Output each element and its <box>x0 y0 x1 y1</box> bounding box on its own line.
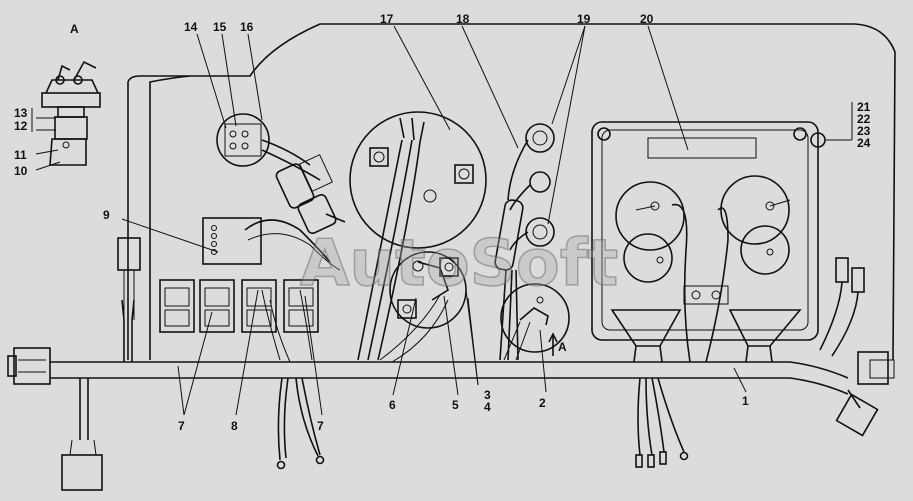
callout-11: 11 <box>14 148 27 162</box>
cluster-housing <box>591 121 819 341</box>
gauge-mount <box>454 164 474 184</box>
callout-5: 5 <box>452 398 459 412</box>
left-connector <box>13 347 51 385</box>
small-connector <box>851 267 865 293</box>
callout-labels: 1 2 3 4 5 6 7 7 8 9 10 11 12 13 14 15 16… <box>14 12 871 433</box>
callout-22: 22 <box>857 112 871 126</box>
callout-14: 14 <box>184 20 198 34</box>
bulb-socket <box>525 217 555 247</box>
callout-23: 23 <box>857 124 871 138</box>
left-connector-tab <box>7 355 17 377</box>
watermark: AutoSoft <box>300 227 618 301</box>
callout-4: 4 <box>484 400 491 414</box>
cluster-gauge-lower-right <box>740 225 790 275</box>
right-connector <box>857 351 889 385</box>
warning-lamp <box>500 283 570 353</box>
switch-terminal <box>55 75 65 85</box>
switch-housing <box>41 92 101 108</box>
relay-cluster <box>216 113 346 234</box>
cluster-cable <box>671 203 691 363</box>
callout-16: 16 <box>240 20 254 34</box>
callout-20: 20 <box>640 12 654 26</box>
leader-line <box>35 161 61 171</box>
callout-15: 15 <box>213 20 227 34</box>
wire-bundle-right <box>637 377 685 456</box>
callout-7-right: 7 <box>317 419 324 433</box>
bulb-sockets <box>494 123 570 361</box>
right-lower-connector <box>835 393 879 437</box>
gauge-wires <box>357 139 421 361</box>
direction-arrow <box>548 332 558 356</box>
wire-sleeve <box>494 199 524 271</box>
switch-body <box>54 116 88 140</box>
relay-wires <box>261 139 321 181</box>
fuse-holder <box>297 194 337 234</box>
callout-2: 2 <box>539 396 546 410</box>
rocker-switch <box>241 279 277 333</box>
callout-13: 13 <box>14 106 28 120</box>
instrument-cluster <box>591 121 826 363</box>
callout-6: 6 <box>389 398 396 412</box>
bulb-socket <box>529 171 551 193</box>
harness-trunk-bottom <box>50 377 849 395</box>
bulb-socket <box>525 123 555 153</box>
small-connector <box>835 257 849 283</box>
indicator-panel <box>202 217 262 265</box>
round-relay <box>216 113 270 167</box>
cluster-gauge-right <box>720 175 790 245</box>
harness-trunk-top <box>50 361 849 379</box>
rocker-switch <box>199 279 235 333</box>
callout-8: 8 <box>231 419 238 433</box>
switch-top <box>45 79 99 94</box>
upper-left-connector <box>117 237 141 271</box>
cluster-gauge-lower-left <box>623 233 673 283</box>
indicator-block <box>202 217 341 271</box>
panel-outline <box>127 23 896 361</box>
switch-base <box>49 138 87 166</box>
callout-19: 19 <box>577 12 591 26</box>
leader-line <box>35 149 59 155</box>
rocker-switch <box>159 279 195 333</box>
callout-17: 17 <box>380 12 394 26</box>
main-harness <box>7 237 849 491</box>
speedometer <box>349 111 487 361</box>
callout-12: 12 <box>14 119 28 133</box>
callout-7-left: 7 <box>178 419 185 433</box>
hanging-wires <box>276 377 689 470</box>
callout-10: 10 <box>14 164 28 178</box>
callout-1: 1 <box>742 394 749 408</box>
switch-terminal <box>73 75 83 85</box>
direction-label: A <box>558 340 567 354</box>
lower-left-connector <box>61 454 103 491</box>
callout-24: 24 <box>857 136 871 150</box>
callout-3: 3 <box>484 388 491 402</box>
branch-down-left <box>79 378 89 440</box>
switch-screw <box>62 141 70 149</box>
inset-view-a: A <box>31 22 101 171</box>
cluster-cable <box>705 207 729 363</box>
dashboard-panel <box>127 23 896 361</box>
rocker-switch <box>283 279 319 333</box>
switch-nut <box>57 106 85 118</box>
gauge-mount <box>369 147 389 167</box>
inset-title: A <box>70 22 79 36</box>
callout-18: 18 <box>456 12 470 26</box>
relay-body <box>275 163 315 209</box>
leader-lines <box>121 25 853 416</box>
speedometer-dial <box>349 111 487 249</box>
wire-bundle-left <box>277 377 321 461</box>
callout-9: 9 <box>103 208 110 222</box>
switch-blocks <box>159 279 319 363</box>
cluster-display <box>647 137 757 159</box>
panel-inner-edge <box>149 75 191 360</box>
indicator-wires <box>244 219 331 263</box>
right-connectors <box>819 257 895 437</box>
switch-wires <box>261 289 313 363</box>
cluster-gauge-left <box>615 181 685 251</box>
callout-21: 21 <box>857 100 871 114</box>
